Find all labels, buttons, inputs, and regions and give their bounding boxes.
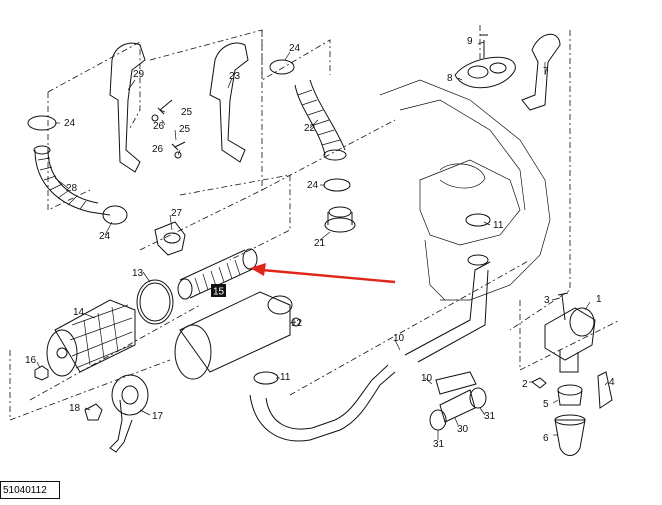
part-label-16: 16 xyxy=(25,355,37,366)
part-label-1: 1 xyxy=(596,294,602,305)
part-label-5: 5 xyxy=(543,399,549,410)
hose-23 xyxy=(209,42,249,163)
part-label-10: 10 xyxy=(393,333,405,344)
part-label-21: 21 xyxy=(314,238,326,249)
hose-10 xyxy=(249,254,491,442)
part-label-31: 31 xyxy=(433,439,445,450)
bracket-27 xyxy=(154,221,186,256)
part-label-11: 11 xyxy=(280,372,291,383)
part-label-17: 17 xyxy=(152,411,164,422)
clamps xyxy=(27,59,491,385)
fuel-tank-body xyxy=(379,79,551,301)
part-number-labels: 1234567891010111112131416171821222324242… xyxy=(25,36,615,450)
group-outlines xyxy=(9,25,621,421)
filter-housing-12 xyxy=(174,291,301,380)
part-label-14: 14 xyxy=(73,307,85,318)
part-label-24: 24 xyxy=(289,43,301,54)
document-id: 51040112 xyxy=(0,481,60,499)
part-label-26: 26 xyxy=(153,121,165,132)
hose-29 xyxy=(109,42,146,173)
part-label-8: 8 xyxy=(447,73,453,84)
part-label-29: 29 xyxy=(133,69,145,80)
nut-16 xyxy=(34,365,49,381)
part-label-31: 31 xyxy=(484,411,496,422)
part-label-24: 24 xyxy=(99,231,111,242)
parts-7-8-9 xyxy=(454,33,561,111)
gasket-13 xyxy=(136,279,174,325)
part-label-22: 22 xyxy=(304,123,316,134)
part-label-24: 24 xyxy=(64,118,76,129)
fitting-21 xyxy=(324,206,356,233)
highlight-arrow xyxy=(250,263,396,284)
part-label-6: 6 xyxy=(543,433,549,444)
part-label-18: 18 xyxy=(69,403,81,414)
part-label-11: 11 xyxy=(493,220,504,231)
bolts-25-26 xyxy=(151,99,186,159)
part-label-25: 25 xyxy=(179,124,191,135)
hose-30-clamps-31 xyxy=(429,371,487,431)
leader-lines xyxy=(36,41,609,440)
part-label-28: 28 xyxy=(66,183,78,194)
clip-18 xyxy=(84,403,103,421)
part-label-9: 9 xyxy=(467,36,473,47)
hose-28 xyxy=(33,145,111,216)
filter-insert-15 xyxy=(177,248,258,300)
part-label-13: 13 xyxy=(132,268,144,279)
part-label-25: 25 xyxy=(181,107,193,118)
part-label-30: 30 xyxy=(457,424,469,435)
part-label-12: 12 xyxy=(291,318,303,329)
hose-22 xyxy=(294,79,347,161)
part-label-2: 2 xyxy=(522,379,528,390)
part-label-24: 24 xyxy=(307,180,319,191)
highlight-label-text: 15 xyxy=(213,287,225,298)
part-label-26: 26 xyxy=(152,144,164,155)
part-label-27: 27 xyxy=(171,208,183,219)
valve-assembly-1-6 xyxy=(531,292,613,456)
filter-housing-14 xyxy=(46,299,136,377)
part-label-4: 4 xyxy=(609,377,615,388)
highlight-label-15: 15 xyxy=(211,284,226,298)
part-label-3: 3 xyxy=(544,295,550,306)
part-label-7: 7 xyxy=(543,66,549,77)
part-label-23: 23 xyxy=(229,71,241,82)
cover-17 xyxy=(109,374,149,453)
part-label-10: 10 xyxy=(421,373,433,384)
